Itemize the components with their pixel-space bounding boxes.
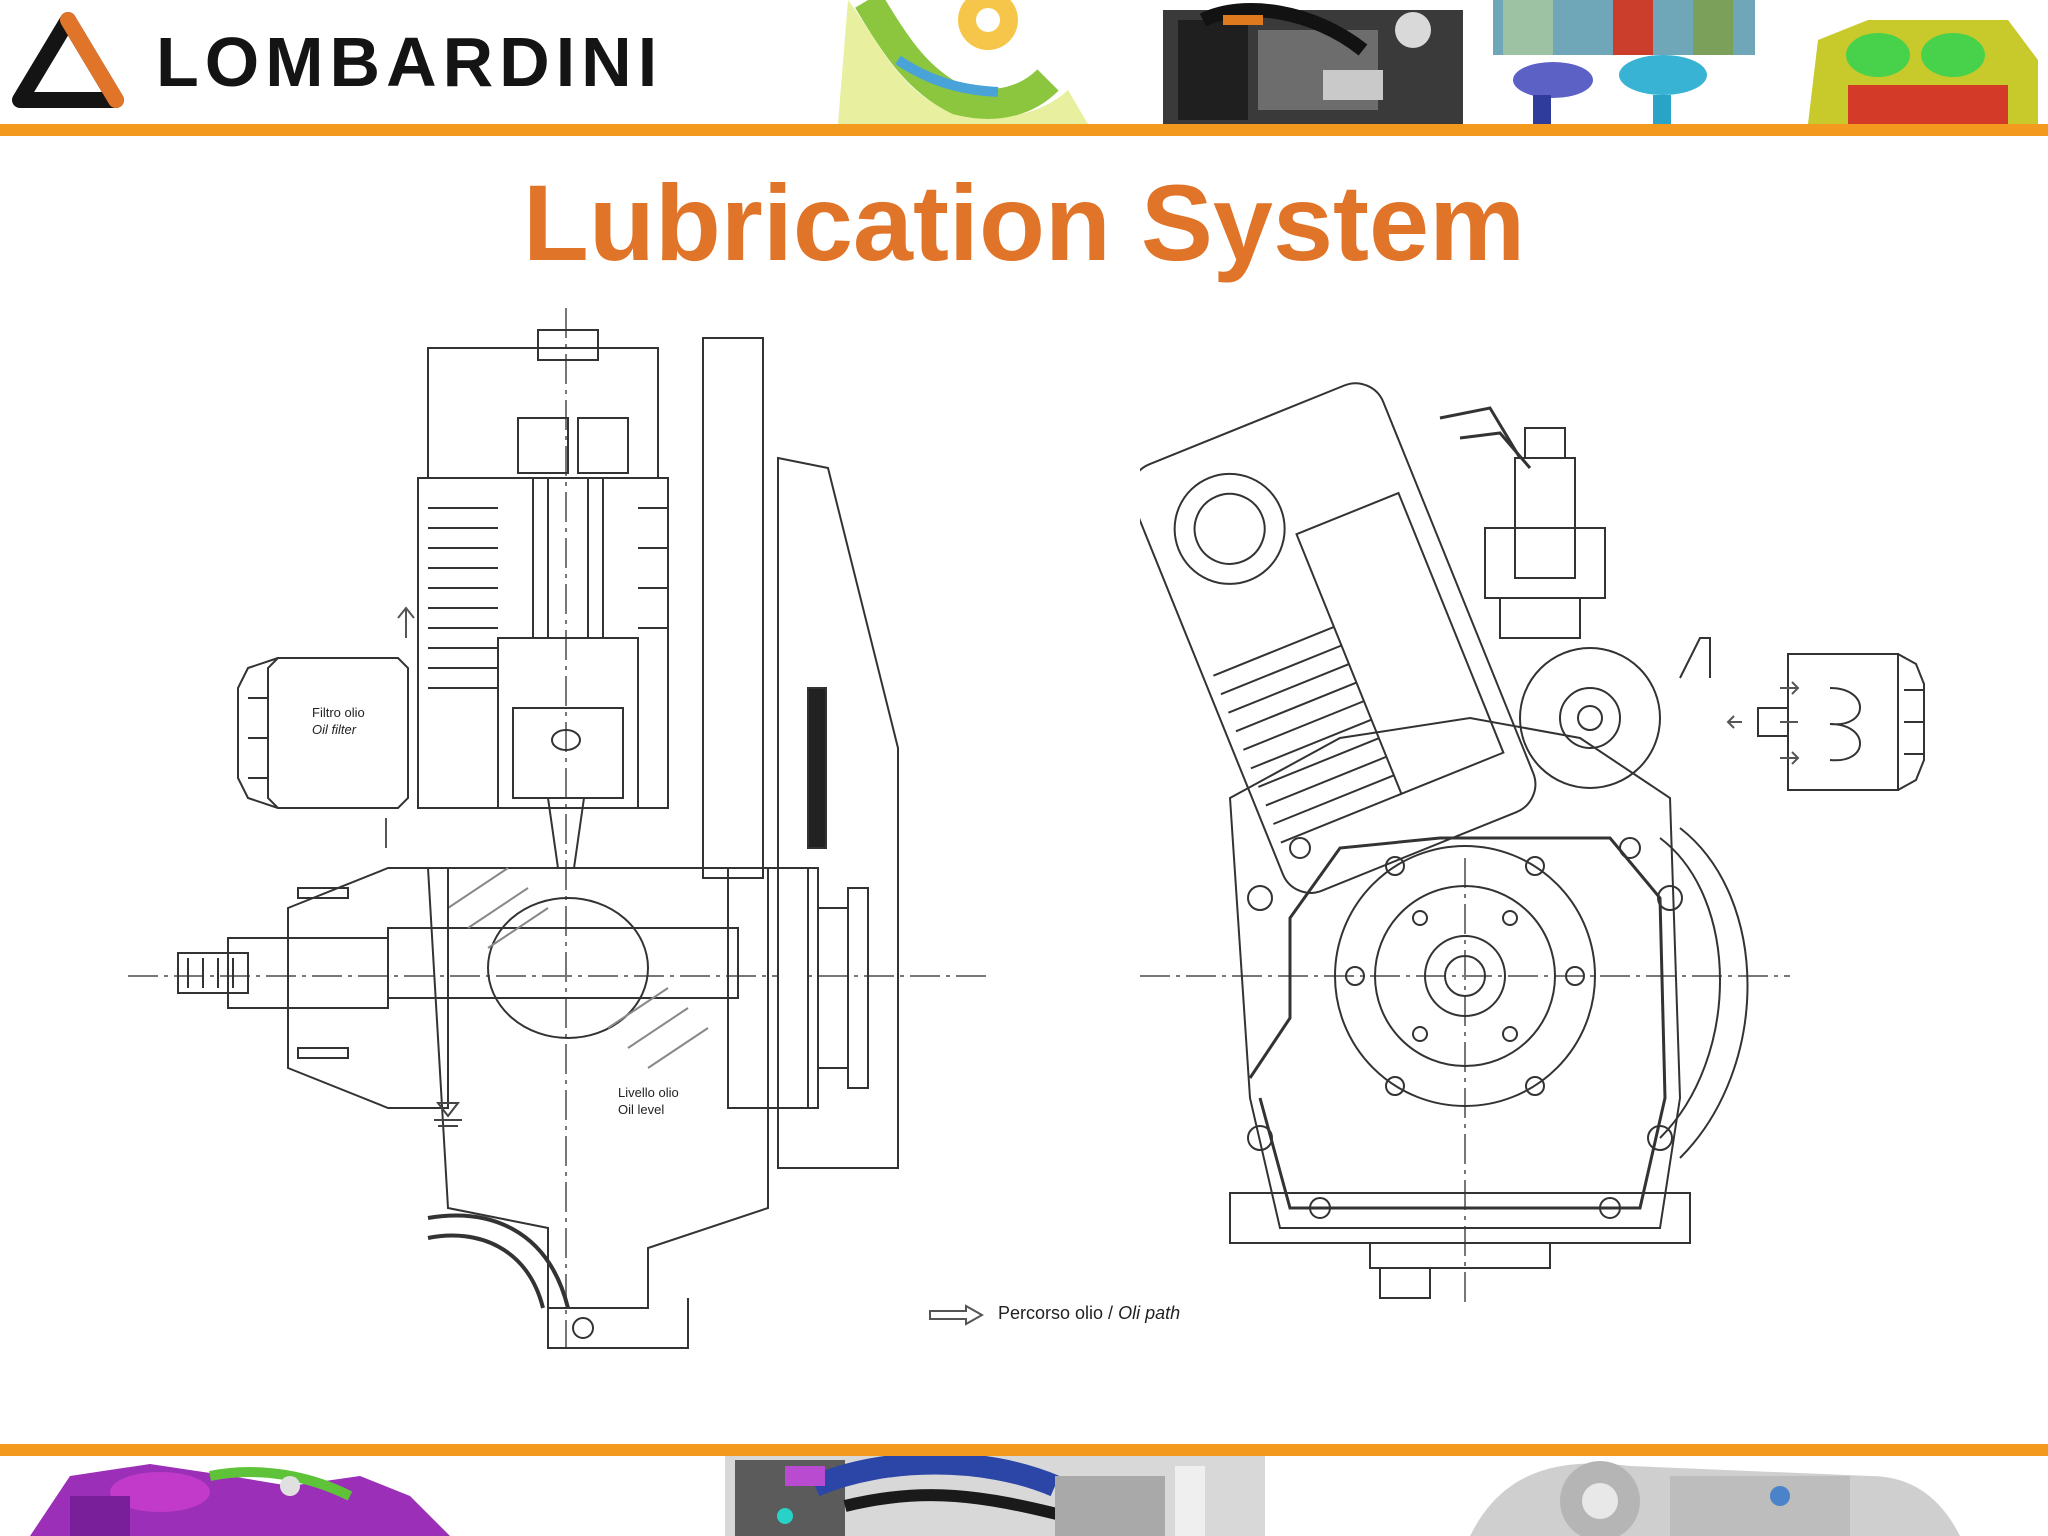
oil-path-arrow-icon bbox=[928, 1304, 984, 1326]
oil-path-legend-en: Oli path bbox=[1118, 1303, 1181, 1323]
header-image-engine bbox=[1163, 0, 1463, 124]
oil-filter-label-en: Oil filter bbox=[312, 722, 357, 737]
engine-side-view-drawing bbox=[1140, 378, 1940, 1308]
header-image-valvetrain bbox=[1493, 0, 1755, 124]
oil-level-label: Livello olio Oil level bbox=[618, 1084, 679, 1118]
oil-level-label-it: Livello olio bbox=[618, 1085, 679, 1100]
page-title: Lubrication System bbox=[522, 162, 1526, 283]
oil-level-label-en: Oil level bbox=[618, 1102, 665, 1117]
footer-image-engine-hoses bbox=[725, 1456, 1265, 1536]
lombardini-logo-icon bbox=[12, 12, 124, 108]
engine-cross-section-drawing: Filtro olio Oil filter Livello olio Oil … bbox=[128, 308, 998, 1358]
oil-filter-detail-drawing bbox=[1720, 648, 1932, 796]
slide-header: LOMBARDINI bbox=[0, 0, 2048, 124]
header-image-cylinder-head bbox=[1788, 0, 2048, 124]
oil-filter-label-it: Filtro olio bbox=[312, 705, 365, 720]
footer-image-rocker bbox=[30, 1456, 450, 1536]
footer-band bbox=[0, 1444, 2048, 1456]
oil-path-legend: Percorso olio / Oli path bbox=[998, 1303, 1180, 1324]
header-band bbox=[0, 124, 2048, 136]
footer-image-starter bbox=[1470, 1456, 1970, 1536]
oil-path-legend-it: Percorso olio / bbox=[998, 1303, 1114, 1323]
header-image-manifold bbox=[838, 0, 1128, 124]
brand-name: LOMBARDINI bbox=[156, 23, 664, 101]
oil-filter-label: Filtro olio Oil filter bbox=[312, 704, 365, 738]
